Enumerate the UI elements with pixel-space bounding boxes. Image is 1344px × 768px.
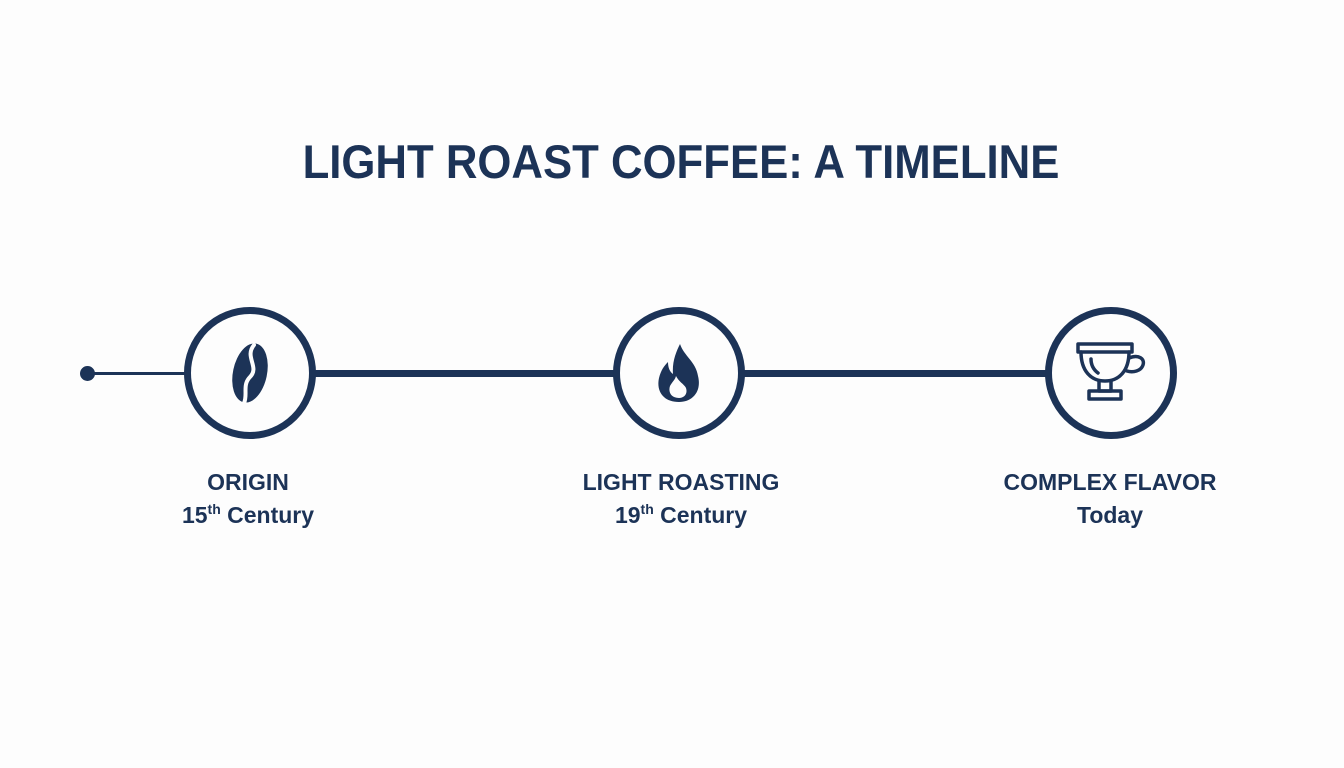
timeline-connector-2 [740,370,1052,377]
event-date: 19th Century [531,498,831,532]
coffee-bean-icon [230,341,270,405]
timeline-connector-1 [310,370,622,377]
timeline-label-origin: ORIGIN 15th Century [98,466,398,532]
event-name: ORIGIN [207,469,289,495]
event-date-rest: Century [220,502,315,528]
event-name: LIGHT ROASTING [582,469,780,495]
timeline-connector-start [90,372,190,375]
timeline-node-light-roasting [613,307,745,439]
timeline-label-complex-flavor: COMPLEX FLAVOR Today [960,466,1260,532]
event-date-suffix: th [640,501,654,517]
timeline-label-light-roasting: LIGHT ROASTING 19th Century [531,466,831,532]
event-date-number: 15 [181,502,208,528]
event-date-suffix: th [207,501,221,517]
event-date-rest: Century [653,502,748,528]
timeline-start-dot [80,366,95,381]
coffee-cup-icon [1075,341,1147,405]
event-date: Today [960,498,1260,532]
event-date-number: Today [1076,502,1144,528]
timeline-node-origin [184,307,316,439]
page-title: LIGHT ROAST COFFEE: A TIMELINE [302,135,1060,188]
event-name: COMPLEX FLAVOR [1003,469,1217,495]
timeline-node-complex-flavor [1045,307,1177,439]
event-date: 15th Century [98,498,398,532]
event-date-number: 19 [614,502,641,528]
flame-icon [654,342,704,404]
